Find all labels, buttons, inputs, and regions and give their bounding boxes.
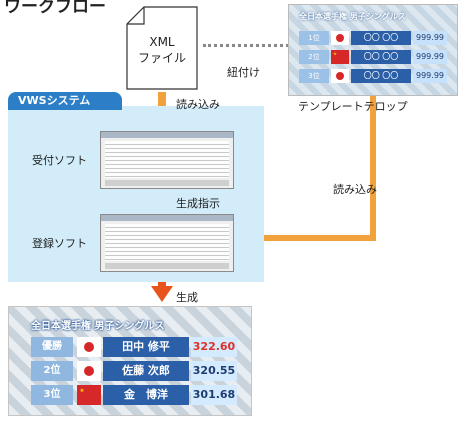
result-score: 320.55 bbox=[191, 361, 237, 381]
xml-file-label-line1: XML bbox=[149, 35, 175, 49]
template-telop-title: 全日本選手権 男子シングルス bbox=[299, 12, 406, 21]
template-telop-image: 全日本選手権 男子シングルス 1位 〇〇 〇〇 999.99 2位 〇〇 〇〇 … bbox=[288, 4, 458, 96]
result-rank: 3位 bbox=[31, 385, 73, 405]
xml-file-icon bbox=[126, 6, 198, 90]
japan-flag-icon bbox=[77, 337, 101, 357]
link-label: 紐付け bbox=[227, 66, 260, 79]
result-row: 3位 金 博洋 301.68 bbox=[31, 385, 237, 405]
result-row: 2位 佐藤 次郎 320.55 bbox=[31, 361, 237, 381]
vws-system-tab: VWSシステム bbox=[8, 92, 122, 110]
registration-software-label: 登録ソフト bbox=[32, 237, 87, 250]
china-flag-icon bbox=[331, 50, 349, 64]
window-statusbar bbox=[105, 180, 229, 186]
template-rank: 3位 bbox=[299, 69, 329, 83]
xml-file-label-line2: ファイル bbox=[137, 51, 186, 65]
template-telop-row: 3位 〇〇 〇〇 999.99 bbox=[299, 69, 447, 83]
arrow-template-to-registration bbox=[254, 96, 376, 241]
xml-file-label: XML ファイル bbox=[126, 34, 198, 66]
page-title: ワークフロー bbox=[4, 0, 106, 17]
registration-software-window bbox=[100, 214, 234, 272]
window-list bbox=[105, 141, 229, 178]
template-telop-caption: テンプレートテロップ bbox=[298, 100, 408, 113]
template-score: 999.99 bbox=[413, 50, 447, 64]
window-list bbox=[105, 224, 229, 261]
template-name: 〇〇 〇〇 bbox=[351, 50, 411, 64]
template-score: 999.99 bbox=[413, 31, 447, 45]
result-name: 田中 修平 bbox=[103, 337, 189, 357]
china-flag-icon bbox=[77, 385, 101, 405]
template-rank: 2位 bbox=[299, 50, 329, 64]
reception-software-window bbox=[100, 131, 234, 189]
arrowhead-result bbox=[151, 286, 173, 302]
result-name: 金 博洋 bbox=[103, 385, 189, 405]
step-generate-instruction-label: 生成指示 bbox=[176, 197, 220, 210]
template-telop-row: 1位 〇〇 〇〇 999.99 bbox=[299, 31, 447, 45]
result-rank: 2位 bbox=[31, 361, 73, 381]
result-score: 301.68 bbox=[191, 385, 237, 405]
template-name: 〇〇 〇〇 bbox=[351, 31, 411, 45]
step-read-in-label: 読み込み bbox=[176, 98, 220, 111]
window-titlebar bbox=[101, 132, 233, 138]
reception-software-label: 受付ソフト bbox=[32, 154, 87, 167]
template-rank: 1位 bbox=[299, 31, 329, 45]
template-telop-row: 2位 〇〇 〇〇 999.99 bbox=[299, 50, 447, 64]
result-name: 佐藤 次郎 bbox=[103, 361, 189, 381]
result-rank: 優勝 bbox=[31, 337, 73, 357]
result-row: 優勝 田中 修平 322.60 bbox=[31, 337, 237, 357]
template-score: 999.99 bbox=[413, 69, 447, 83]
template-name: 〇〇 〇〇 bbox=[351, 69, 411, 83]
result-score: 322.60 bbox=[191, 337, 237, 357]
link-dotted-line bbox=[203, 44, 289, 47]
japan-flag-icon bbox=[331, 69, 349, 83]
japan-flag-icon bbox=[77, 361, 101, 381]
generated-telop-image: 全日本選手権 男子シングルス 優勝 田中 修平 322.60 2位 佐藤 次郎 … bbox=[8, 306, 252, 416]
step-generate-label: 生成 bbox=[176, 291, 198, 304]
step-read-in-template-label: 読み込み bbox=[333, 183, 377, 196]
result-title: 全日本選手権 男子シングルス bbox=[31, 321, 165, 332]
window-titlebar bbox=[101, 215, 233, 221]
window-statusbar bbox=[105, 263, 229, 269]
japan-flag-icon bbox=[331, 31, 349, 45]
